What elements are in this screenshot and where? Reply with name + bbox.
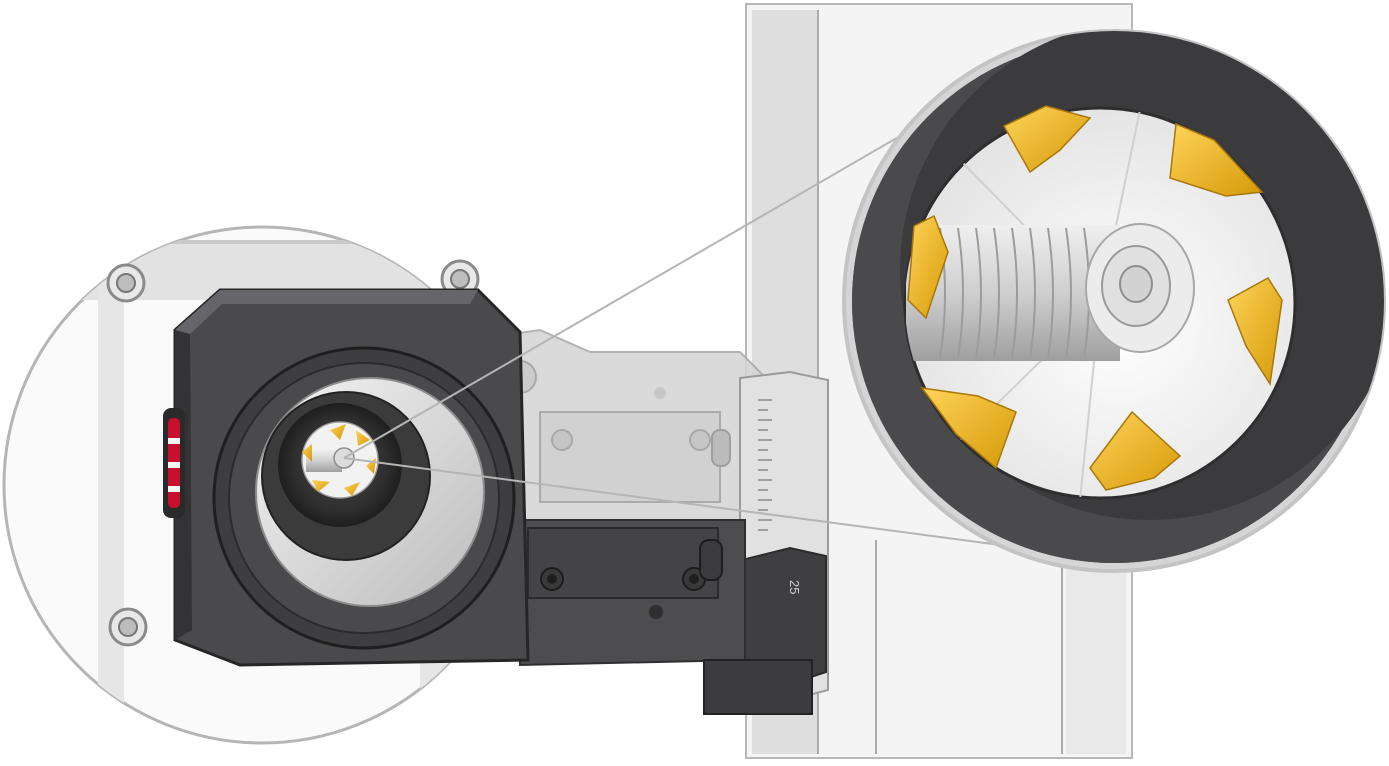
- dial-scale-ticks: [758, 399, 772, 531]
- socket-screw-icon: [106, 263, 146, 303]
- socket-screw-icon: [108, 607, 148, 647]
- zoom-detail-view: [842, 29, 1386, 573]
- dial-scale-label: 25: [787, 580, 802, 594]
- screw-thread-lines: [939, 227, 1090, 359]
- cutter-head: [301, 421, 379, 499]
- front-ring: [212, 346, 516, 650]
- socket-screw-icon: [440, 259, 480, 299]
- cutting-insert-icon: [907, 214, 949, 320]
- cutting-insert-icon: [1169, 122, 1264, 197]
- zoom-connector-lines: [343, 127, 1001, 546]
- red-logo-mark: [163, 408, 185, 518]
- cutting-insert-icon: [1089, 410, 1182, 491]
- housing-lower-body: [519, 519, 813, 715]
- cutting-insert-icon: [1227, 277, 1283, 387]
- cutting-insert-icon: [920, 387, 1017, 470]
- adjustment-dial: 25: [739, 370, 829, 702]
- cutting-insert-icon: [1002, 105, 1092, 174]
